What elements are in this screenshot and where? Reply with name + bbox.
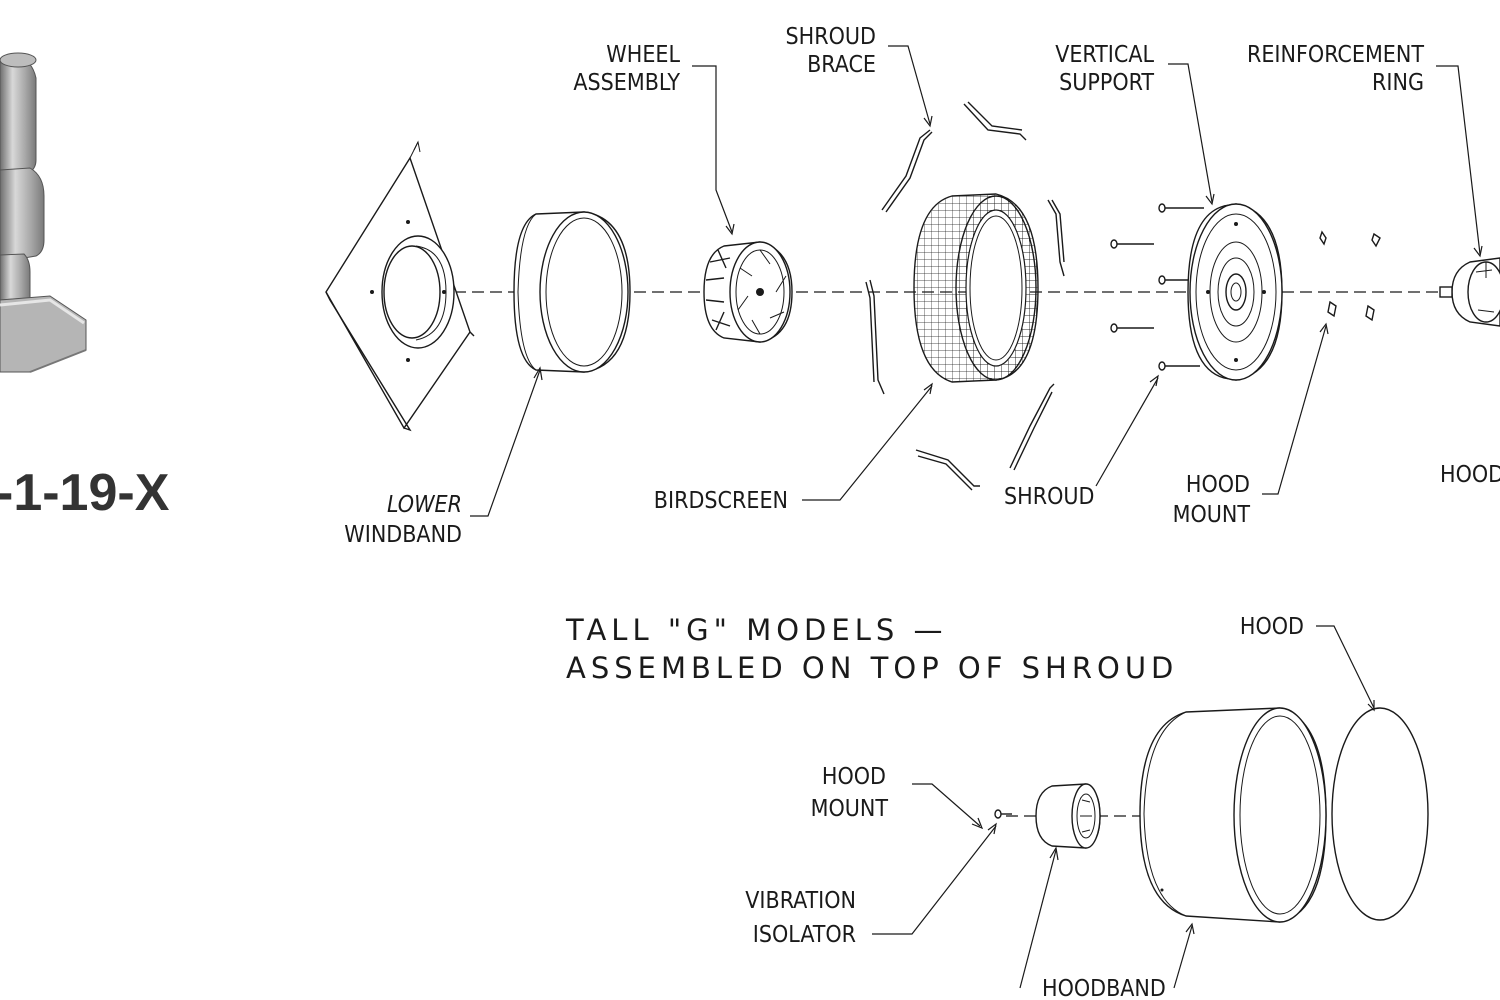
svg-text:SUPPORT: SUPPORT [1059,70,1154,96]
svg-text:HOOD: HOOD [1186,472,1250,498]
hood-mount-parts-top [1319,230,1381,322]
svg-text:HOOD: HOOD [1240,614,1304,640]
svg-text:MOUNT: MOUNT [1173,502,1251,528]
ventilator-render [0,52,87,373]
svg-text:WINDBAND: WINDBAND [344,522,462,548]
shroud [1187,203,1283,381]
label-reinforcement-ring: REINFORCEMENT RING [1247,42,1483,258]
label-vibration-isolator: VIBRATION ISOLATOR [745,822,997,948]
label-vertical-support: VERTICAL SUPPORT [1055,42,1215,206]
svg-text:RING: RING [1372,70,1424,96]
svg-text:SHROUD: SHROUD [1004,484,1094,510]
hoodband [1139,707,1327,923]
svg-text:HOOD: HOOD [822,764,886,790]
svg-text:HOODBAND: HOODBAND [1042,976,1166,1000]
label-shroud-brace: SHROUD BRACE [786,24,933,128]
label-hood-mount-top: HOOD MOUNT [1173,322,1329,528]
label-shroud: SHROUD [1004,374,1159,510]
svg-text:ISOLATOR: ISOLATOR [753,922,856,948]
birdscreen [913,193,1039,383]
svg-text:VERTICAL: VERTICAL [1055,42,1154,68]
svg-text:LOWER: LOWER [387,492,462,518]
label-hoodband: HOODBAND [1019,846,1195,1000]
label-hood-bottom: HOOD [1240,614,1375,712]
label-lower-windband: LOWER WINDBAND [344,366,543,548]
model-code: -1-19-X [0,464,170,522]
vertical-supports [1110,203,1204,371]
svg-text:SHROUD: SHROUD [786,24,876,50]
label-birdscreen: BIRDSCREEN [654,382,933,514]
svg-text:BIRDSCREEN: BIRDSCREEN [654,488,788,514]
lower-windband [513,211,631,373]
hood [1331,707,1429,921]
shroud-braces [865,101,1065,491]
svg-text:HOOD: HOOD [1440,462,1500,488]
svg-text:MOUNT: MOUNT [811,796,889,822]
label-wheel-assembly: WHEEL ASSEMBLY [573,42,735,236]
label-hood-top: HOOD [1440,462,1500,488]
label-hood-mount-bottom: HOOD MOUNT [811,764,984,830]
svg-text:WHEEL: WHEEL [606,42,680,68]
svg-text:VIBRATION: VIBRATION [745,888,856,914]
svg-text:BRACE: BRACE [807,52,876,78]
wheel-assembly [703,241,793,343]
vibration-isolator [1035,783,1101,849]
svg-text:ASSEMBLY: ASSEMBLY [573,70,680,96]
curb-plate [325,140,475,432]
svg-text:REINFORCEMENT: REINFORCEMENT [1247,42,1424,68]
section-title-line1: TALL "G" MODELS — [565,613,948,647]
reinforcement-ring [1439,257,1500,327]
section-title-line2: ASSEMBLED ON TOP OF SHROUD [566,651,1178,685]
hood-mount-part-bottom [994,809,1012,819]
